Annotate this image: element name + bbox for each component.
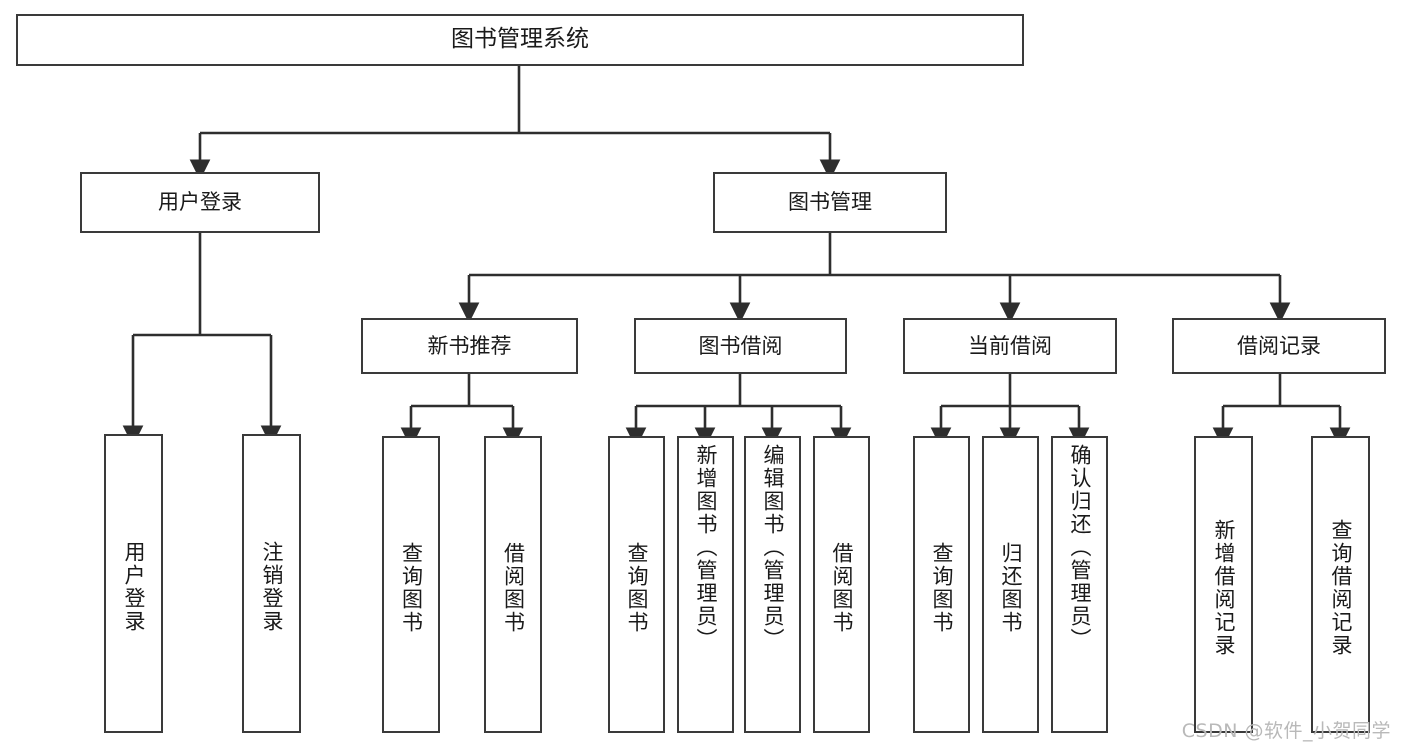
node-leaf-query-record-label: 查询借阅记录 (1328, 518, 1353, 657)
node-leaf-return-book[interactable]: 归还图书 (982, 436, 1039, 733)
node-leaf-query-book-2-label: 查询图书 (624, 541, 649, 634)
node-leaf-edit-book-label: 编辑图书（管理员） (760, 444, 785, 651)
node-book-manage-label: 图书管理 (788, 190, 872, 215)
node-leaf-confirm-return[interactable]: 确认归还（管理员） (1051, 436, 1108, 733)
node-leaf-confirm-return-label: 确认归还（管理员） (1067, 444, 1092, 651)
node-book-borrow-label: 图书借阅 (698, 333, 783, 358)
node-leaf-query-book-2[interactable]: 查询图书 (608, 436, 665, 733)
node-leaf-add-record-label: 新增借阅记录 (1211, 518, 1236, 657)
node-leaf-borrow-book-2[interactable]: 借阅图书 (813, 436, 870, 733)
node-borrow-record[interactable]: 借阅记录 (1172, 318, 1386, 374)
node-user-login-label: 用户登录 (158, 190, 242, 215)
node-current-borrow-label: 当前借阅 (968, 333, 1052, 358)
node-leaf-add-book-label: 新增图书（管理员） (693, 444, 718, 651)
node-leaf-borrow-book-1-label: 借阅图书 (501, 541, 526, 634)
node-leaf-edit-book[interactable]: 编辑图书（管理员） (744, 436, 801, 733)
node-new-book-recommend[interactable]: 新书推荐 (361, 318, 578, 374)
node-root[interactable]: 图书管理系统 (16, 14, 1024, 66)
node-leaf-query-record[interactable]: 查询借阅记录 (1311, 436, 1370, 733)
node-borrow-record-label: 借阅记录 (1237, 333, 1321, 358)
node-leaf-add-record[interactable]: 新增借阅记录 (1194, 436, 1253, 733)
csdn-watermark: CSDN @软件_小贺同学 (1181, 720, 1391, 742)
node-leaf-user-logout-label: 注销登录 (259, 540, 284, 633)
node-leaf-query-book-1[interactable]: 查询图书 (382, 436, 440, 733)
node-leaf-query-book-3-label: 查询图书 (929, 541, 954, 634)
node-leaf-add-book[interactable]: 新增图书（管理员） (677, 436, 734, 733)
node-leaf-borrow-book-2-label: 借阅图书 (829, 541, 854, 634)
node-leaf-borrow-book-1[interactable]: 借阅图书 (484, 436, 542, 733)
node-leaf-user-login[interactable]: 用户登录 (104, 434, 163, 733)
node-new-book-recommend-label: 新书推荐 (427, 333, 512, 358)
node-book-manage[interactable]: 图书管理 (713, 172, 947, 233)
node-current-borrow[interactable]: 当前借阅 (903, 318, 1117, 374)
node-root-label: 图书管理系统 (451, 26, 589, 53)
node-leaf-query-book-3[interactable]: 查询图书 (913, 436, 970, 733)
node-leaf-query-book-1-label: 查询图书 (399, 541, 424, 634)
node-leaf-user-login-label: 用户登录 (121, 540, 146, 633)
node-book-borrow[interactable]: 图书借阅 (634, 318, 847, 374)
node-leaf-user-logout[interactable]: 注销登录 (242, 434, 301, 733)
node-leaf-return-book-label: 归还图书 (998, 541, 1023, 634)
node-user-login[interactable]: 用户登录 (80, 172, 320, 233)
